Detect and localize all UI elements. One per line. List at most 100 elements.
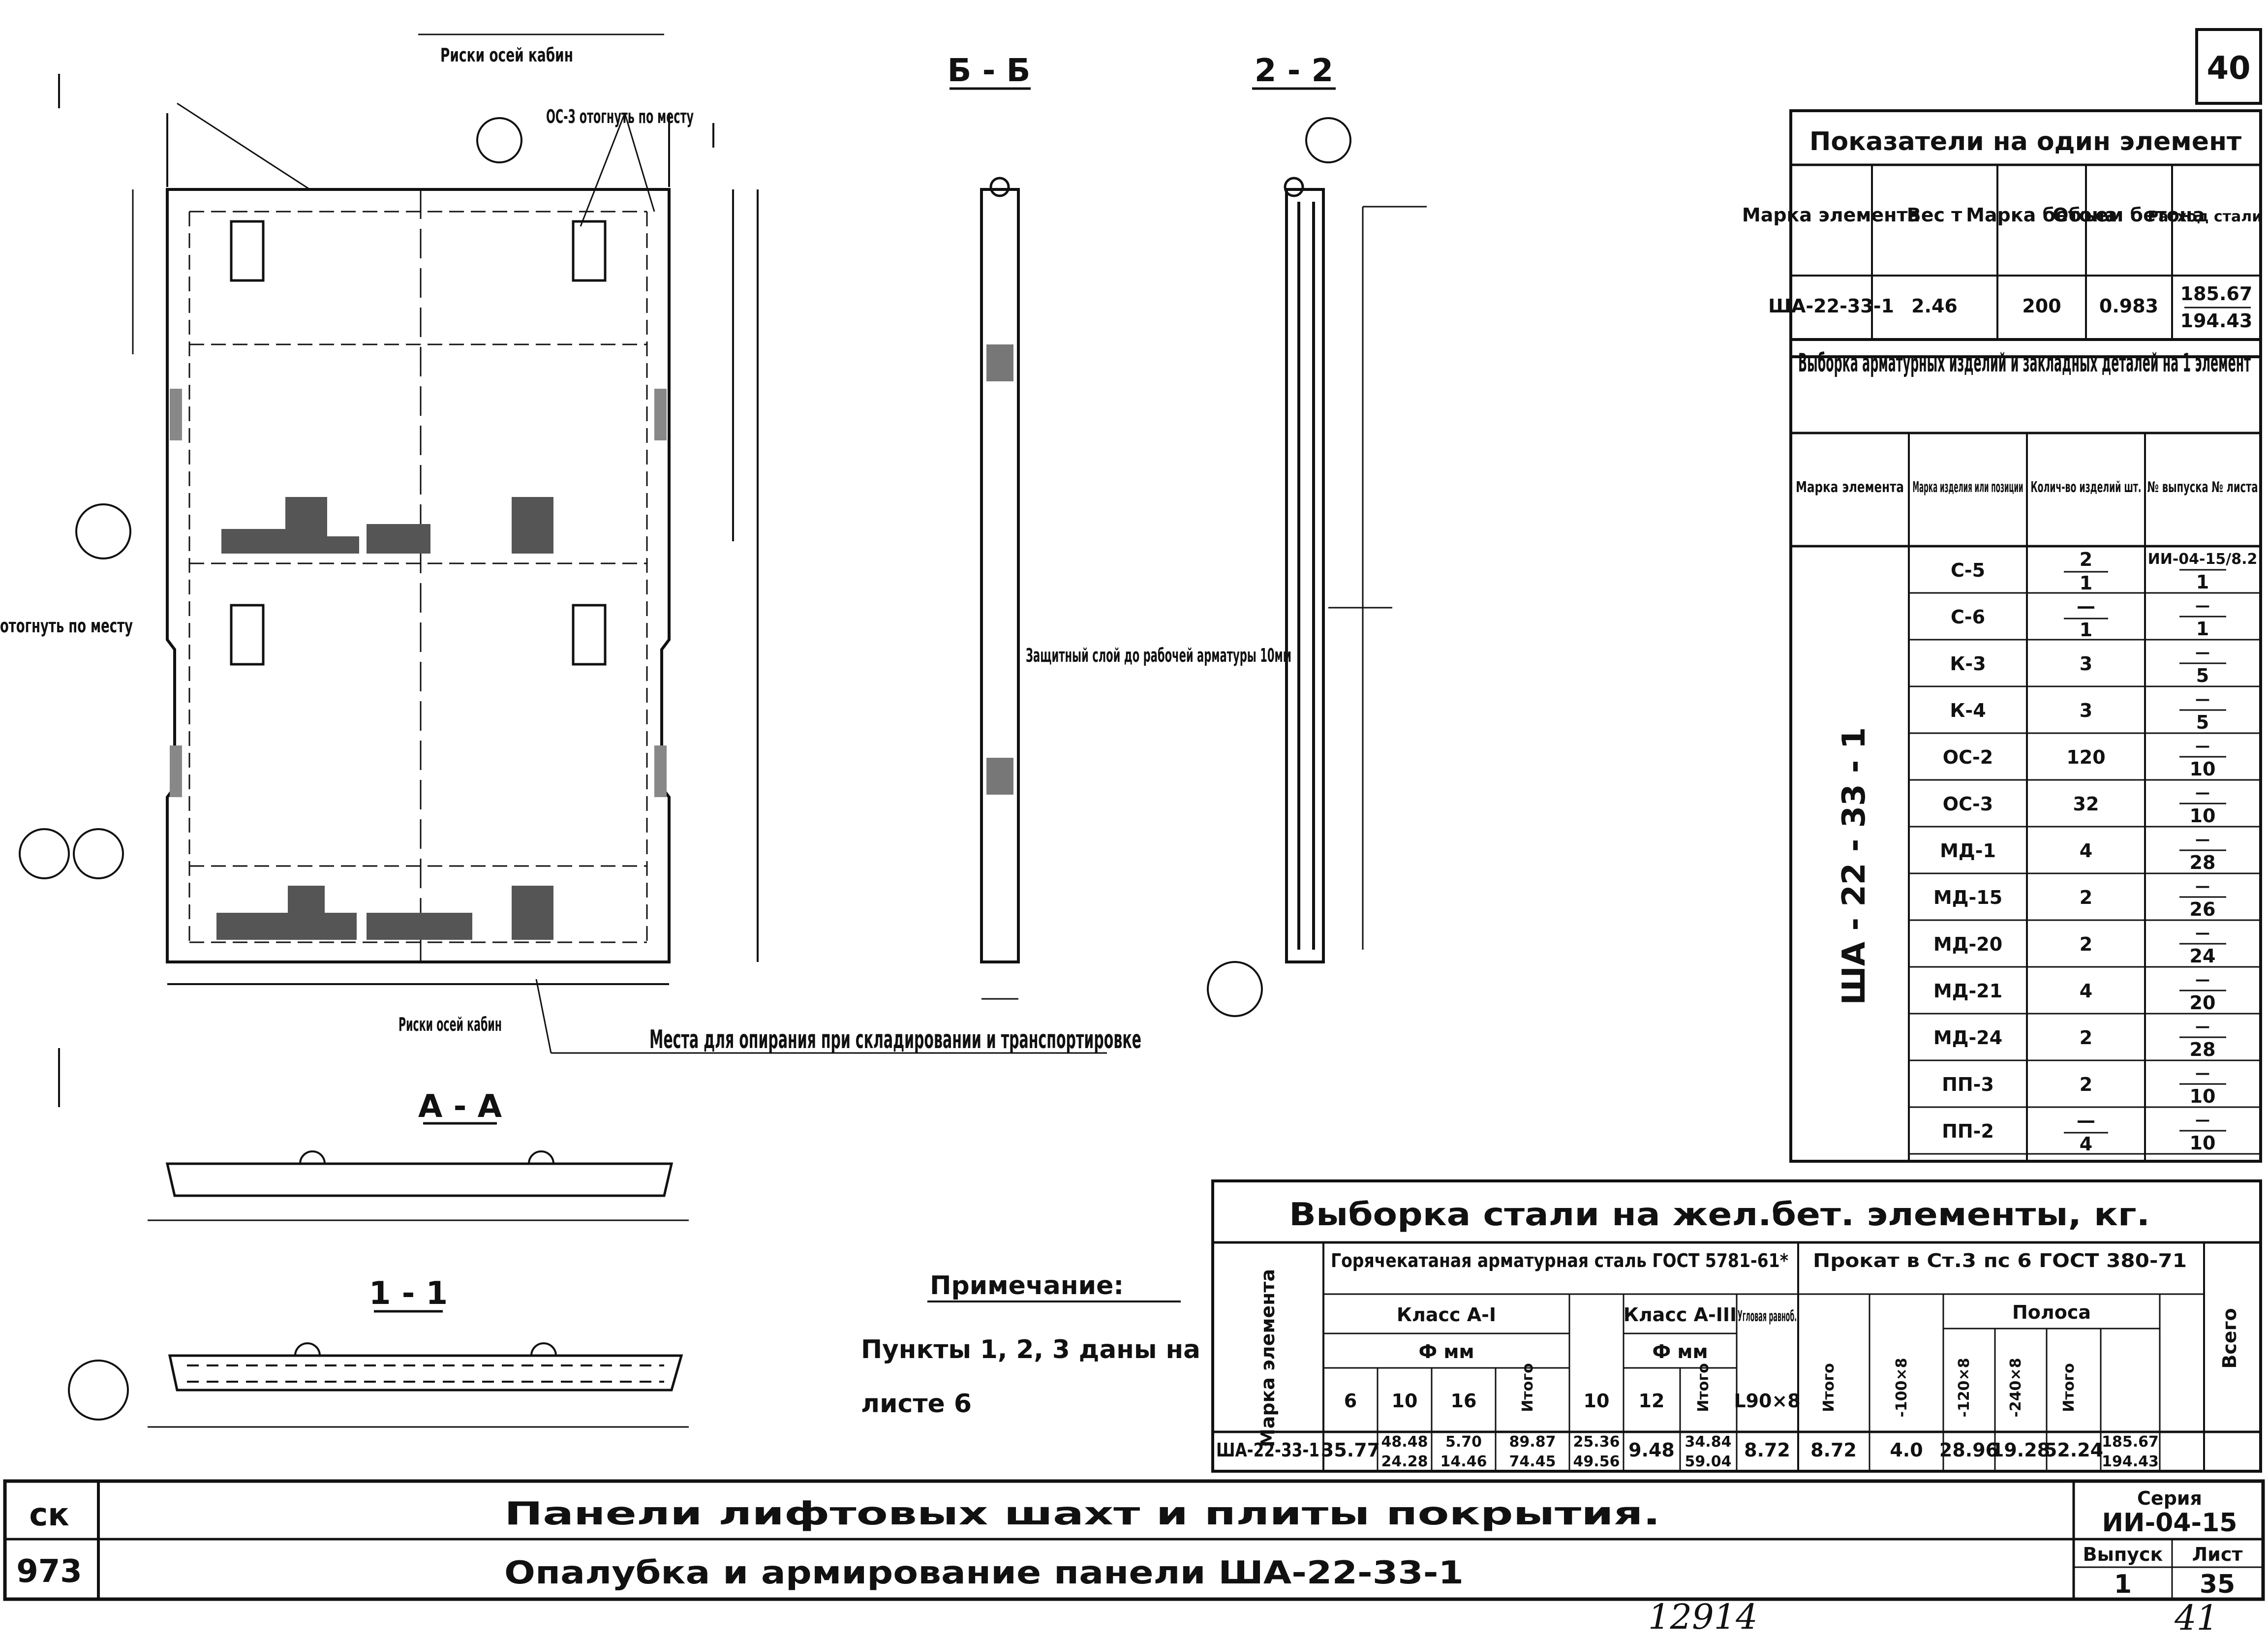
selection-ref-bottom: 28 xyxy=(2190,1039,2216,1060)
indicators-table: Показатели на один элемент Марка элемент… xyxy=(1742,109,2268,358)
steel-angle: Угловая равноб. xyxy=(1738,1308,1797,1325)
selection-item: МД-24 xyxy=(1933,1027,2002,1049)
selection-qty-top: 4 xyxy=(2080,840,2092,862)
section-aa: А - А xyxy=(148,1088,689,1221)
steel-subheader: 10 xyxy=(1392,1390,1418,1412)
selection-ref-bottom: 5 xyxy=(2196,712,2209,733)
steel-group2: Прокат в Ст.3 пс 6 ГОСТ 380-71 xyxy=(1813,1250,2187,1271)
cabin-axes-top: Риски осей кабин xyxy=(440,44,573,66)
steel-title: Выборка стали на жел.бет. элементы, кг. xyxy=(1289,1197,2150,1233)
selection-item: МД-1 xyxy=(1940,840,1996,862)
issue-label: Выпуск xyxy=(2083,1544,2163,1565)
indicators-h-weight: Вес т xyxy=(1907,204,1962,226)
selection-h-ref: № выпуска № листа xyxy=(2147,479,2258,496)
issue-value: 1 xyxy=(2114,1570,2132,1599)
selection-qty-top: 2 xyxy=(2080,1027,2092,1049)
steel-dia3: Ф мм xyxy=(1652,1341,1708,1362)
indicators-concrete: 200 xyxy=(2022,295,2061,317)
steel-d6: 35.77 xyxy=(1321,1439,1380,1461)
steel-subheader-vertical: -240×8 xyxy=(2007,1358,2024,1417)
selection-qty-top: 2 xyxy=(2080,549,2092,570)
selection-ref-bottom: 1 xyxy=(2196,618,2209,640)
title-line2: Опалубка и армирование панели ША-22-33-1 xyxy=(504,1555,1464,1591)
steel-class3: Класс А-III xyxy=(1624,1304,1737,1326)
selection-item: МД-15 xyxy=(1933,887,2002,908)
selection-qty-bottom: 1 xyxy=(2080,619,2092,641)
series-value: ИИ-04-15 xyxy=(2102,1508,2237,1538)
indicators-steel-top: 185.67 xyxy=(2180,283,2253,305)
selection-element: ША - 22 - 33 - 1 xyxy=(1836,727,1872,1005)
section-11-label: 1 - 1 xyxy=(369,1275,448,1312)
section-11: 1 - 1 xyxy=(148,1275,689,1428)
handwritten-sheet: 41 xyxy=(2174,1598,2218,1638)
selection-item: МД-21 xyxy=(1933,980,2002,1002)
steel-d10-top: 48.48 xyxy=(1381,1433,1428,1451)
selection-qty-top: — xyxy=(2077,1110,2095,1131)
sheet-tag-bottom: 973 xyxy=(16,1553,82,1590)
section-22: 2 - 2 Защитный слой до рабочей арматуры … xyxy=(1026,53,1427,963)
steel-s120: 28.96 xyxy=(1939,1439,1998,1461)
selection-ref-top: — xyxy=(2195,1065,2210,1082)
note: Примечание: Пункты 1, 2, 3 даны на листе… xyxy=(861,1271,1200,1419)
sheet-value: 35 xyxy=(2200,1570,2235,1599)
page-number-box: 40 xyxy=(2195,28,2262,105)
selection-ref-top: ИИ-04-15/8.2 xyxy=(2148,551,2258,568)
selection-table: Выборка арматурных изделий и закладных д… xyxy=(1789,338,2262,1163)
section-22-label: 2 - 2 xyxy=(1255,53,1333,89)
indicators-h-volume: Объем бетона xyxy=(2053,204,2205,226)
steel-d16-top: 5.70 xyxy=(1445,1433,1482,1451)
steel-tot-angle: 8.72 xyxy=(1810,1439,1857,1461)
selection-ref-bottom: 26 xyxy=(2190,898,2216,920)
steel-group1: Горячекатаная арматурная сталь ГОСТ 5781… xyxy=(1331,1250,1788,1271)
selection-item: ПП-2 xyxy=(1942,1120,1994,1142)
selection-item: К-4 xyxy=(1950,700,1986,721)
selection-ref-bottom: 1 xyxy=(2196,571,2209,593)
selection-ref-top: — xyxy=(2195,1112,2210,1129)
selection-ref-bottom: 20 xyxy=(2190,992,2216,1014)
selection-ref-bottom: 10 xyxy=(2190,1132,2216,1154)
steel-d16-bottom: 14.46 xyxy=(1440,1453,1487,1470)
steel-d10-bottom: 24.28 xyxy=(1381,1453,1428,1470)
steel-subheader-vertical: Итого xyxy=(2060,1363,2078,1412)
steel-subheader-vertical: -120×8 xyxy=(1956,1358,1973,1417)
title-line1: Панели лифтовых шахт и плиты покрытия. xyxy=(504,1496,1660,1532)
steel-subheader: 16 xyxy=(1451,1390,1477,1412)
cover-note: Защитный слой до рабочей арматуры 10мм xyxy=(1026,645,1291,666)
steel-subheader-vertical: Итого xyxy=(1820,1363,1838,1412)
cabin-axes-bottom: Риски осей кабин xyxy=(398,1014,502,1035)
selection-qty-top: 120 xyxy=(2066,746,2105,768)
selection-qty-top: 32 xyxy=(2073,793,2099,815)
selection-ref-top: — xyxy=(2195,971,2210,989)
selection-ref-bottom: 28 xyxy=(2190,852,2216,873)
selection-qty-top: — xyxy=(2077,595,2095,617)
steel-tot1-top: 89.87 xyxy=(1509,1433,1556,1451)
note-text2: листе 6 xyxy=(861,1389,972,1419)
steel-d10b-bottom: 49.56 xyxy=(1573,1453,1620,1470)
steel-tot2-top: 34.84 xyxy=(1685,1433,1732,1451)
page-number: 40 xyxy=(2207,50,2250,87)
steel-table: Выборка стали на жел.бет. элементы, кг. … xyxy=(1211,1179,2262,1473)
selection-qty-top: 2 xyxy=(2080,933,2092,955)
indicators-weight: 2.46 xyxy=(1911,295,1958,317)
indicators-h-mark: Марка элемента xyxy=(1742,204,1920,226)
steel-s240: 19.28 xyxy=(1991,1439,2050,1461)
indicators-h-steel: Расход стали кг xyxy=(2147,208,2268,225)
steel-dia1: Ф мм xyxy=(1418,1341,1474,1362)
selection-item: ОС-3 xyxy=(1943,793,1993,815)
steel-subheader: 6 xyxy=(1344,1390,1357,1412)
steel-subheader-vertical: Итого xyxy=(1519,1363,1536,1412)
steel-s100: 4.0 xyxy=(1890,1439,1923,1461)
selection-ref-top: — xyxy=(2195,691,2210,708)
selection-ref-top: — xyxy=(2195,784,2210,802)
steel-class1: Класс А-I xyxy=(1397,1304,1496,1326)
selection-ref-top: — xyxy=(2195,831,2210,848)
note-text1: Пункты 1, 2, 3 даны на xyxy=(861,1335,1200,1364)
selection-item: С-5 xyxy=(1951,559,1985,581)
selection-h-qty: Колич-во изделий шт. xyxy=(2031,479,2142,496)
steel-tot2-bottom: 59.04 xyxy=(1685,1453,1732,1470)
support-places: Места для опирания при складировании и т… xyxy=(649,1025,1141,1054)
steel-subheader: 10 xyxy=(1584,1390,1610,1412)
selection-ref-top: — xyxy=(2195,925,2210,942)
